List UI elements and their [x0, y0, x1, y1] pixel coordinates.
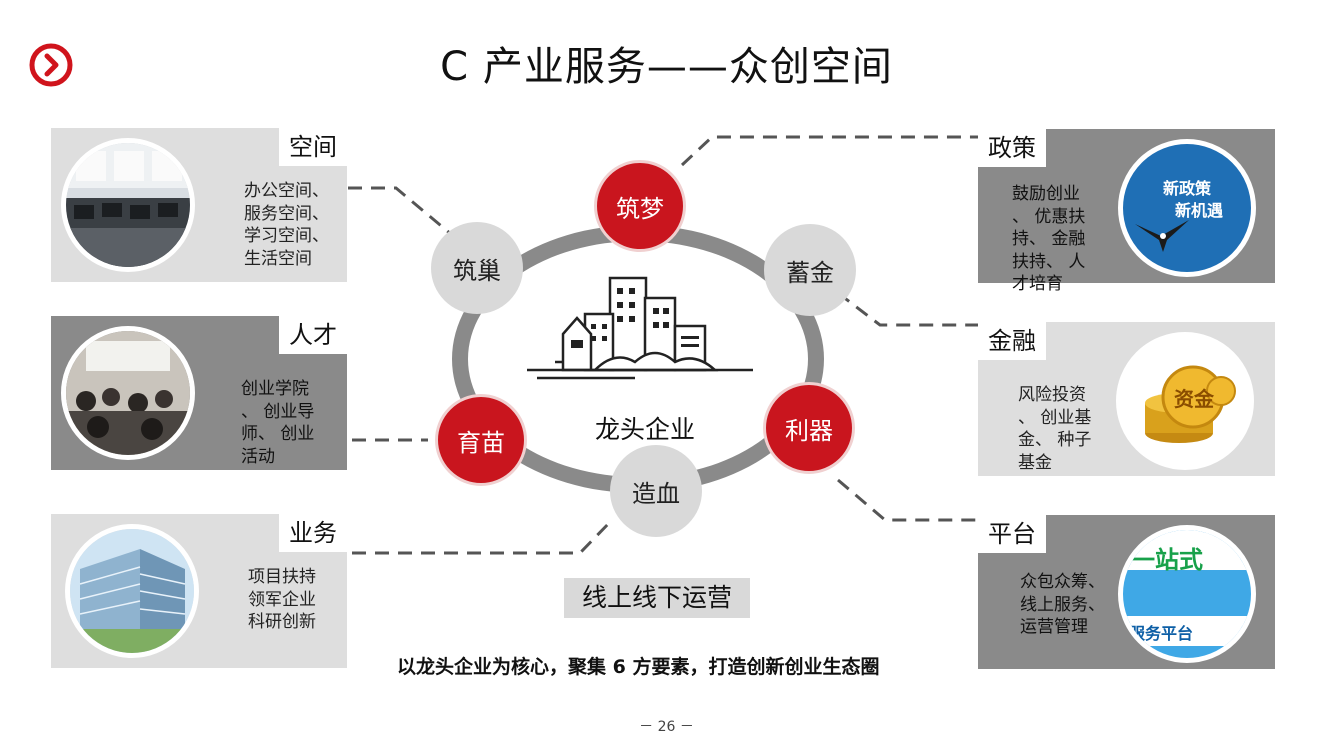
center-label: 龙头企业: [594, 415, 695, 444]
coin-icon: [1145, 365, 1236, 443]
text-line: 新机遇: [1174, 201, 1223, 220]
text-line: 师、 创业: [241, 424, 315, 444]
classroom-photo: [61, 326, 195, 460]
text-line: 服务空间、: [244, 203, 329, 224]
node-blood: 造血: [610, 445, 702, 537]
text-line: 学习空间、: [244, 226, 329, 246]
platform-photo-title: 一站式: [1131, 546, 1203, 574]
text-line: 、 创业导: [241, 401, 315, 422]
node-dream: 筑梦: [594, 160, 686, 252]
node-seedling: 育苗: [435, 394, 527, 486]
talent-text: 创业学院 、 创业导 师、 创业 活动: [241, 378, 314, 468]
text-line: 生活空间: [244, 248, 312, 269]
coins-photo: 资金: [1116, 332, 1254, 470]
text-line: 领军企业: [248, 589, 316, 610]
business-text: 项目扶持 领军企业 科研创新: [248, 566, 316, 634]
text-line: 科研创新: [248, 612, 316, 632]
eagle-icon: [1135, 220, 1189, 252]
text-line: 新政策: [1162, 179, 1211, 198]
text-line: 办公空间、: [244, 181, 329, 201]
platform-photo-subtitle: 服务平台: [1129, 624, 1194, 643]
text-line: 、 创业基: [1018, 407, 1092, 428]
policy-tag: 政策: [978, 129, 1046, 167]
platform-card: 平台 众包众筹、 线上服务、 运营管理 一站式 服务平台: [978, 515, 1275, 669]
space-card: 空间 办公空间、 服务空间、 学习空间、 生活空间: [51, 128, 347, 282]
page-title: C 产业服务——众创空间: [440, 44, 893, 90]
ops-label: 线上线下运营: [564, 578, 750, 618]
text-line: 众包众筹、: [1020, 572, 1105, 592]
text-line: 扶持、 人: [1012, 251, 1086, 272]
text-line: 项目扶持: [248, 567, 316, 587]
finance-tag: 金融: [978, 322, 1046, 360]
finance-text: 风险投资 、 创业基 金、 种子 基金: [1018, 384, 1091, 474]
platform-bar: [1123, 616, 1251, 646]
node-tool: 利器: [763, 382, 855, 474]
space-text: 办公空间、 服务空间、 学习空间、 生活空间: [244, 180, 329, 270]
text-line: 风险投资: [1018, 385, 1086, 405]
business-card: 业务 项目扶持 领军企业 科研创新: [51, 514, 347, 668]
text-line: 运营管理: [1020, 617, 1088, 637]
coin-label: 资金: [1174, 387, 1214, 411]
text-line: 才培育: [1012, 274, 1063, 294]
platform-tag: 平台: [978, 515, 1046, 553]
text-line: 持、 金融: [1012, 229, 1086, 249]
text-line: 金、 种子: [1018, 430, 1092, 450]
chevron-right-icon[interactable]: [28, 42, 74, 88]
office-photo: [61, 138, 195, 272]
text-line: 、 优惠扶: [1012, 206, 1086, 227]
talent-tag: 人才: [279, 316, 347, 354]
policy-text: 鼓励创业 、 优惠扶 持、 金融 扶持、 人 才培育: [1012, 183, 1085, 296]
policy-photo-text: 新政策 新机遇: [1123, 178, 1251, 222]
business-tag: 业务: [279, 514, 347, 552]
node-gold: 蓄金: [764, 224, 856, 316]
space-tag: 空间: [279, 128, 347, 166]
node-nest: 筑巢: [431, 222, 523, 314]
text-line: 基金: [1018, 452, 1052, 473]
policy-card: 政策 鼓励创业 、 优惠扶 持、 金融 扶持、 人 才培育 新政策 新机遇: [978, 129, 1275, 294]
policy-photo: 新政策 新机遇: [1118, 139, 1256, 277]
text-line: 鼓励创业: [1012, 184, 1080, 204]
text-line: 活动: [241, 446, 275, 467]
platform-text: 众包众筹、 线上服务、 运营管理: [1020, 571, 1105, 639]
text-line: 创业学院: [241, 379, 309, 399]
talent-card: 人才 创业学院 、 创业导 师、 创业 活动: [51, 316, 347, 470]
page-number: － 26 －: [639, 719, 694, 735]
platform-banner: [1123, 530, 1251, 570]
text-line: 线上服务、: [1020, 594, 1105, 615]
platform-photo: 一站式 服务平台: [1118, 525, 1256, 663]
city-skyline-icon: [527, 276, 753, 380]
building-photo: [65, 524, 199, 658]
summary-text: 以龙头企业为核心，聚集 6 方要素，打造创新创业生态圈: [397, 656, 880, 678]
finance-card: 金融 风险投资 、 创业基 金、 种子 基金 资金: [978, 322, 1275, 476]
